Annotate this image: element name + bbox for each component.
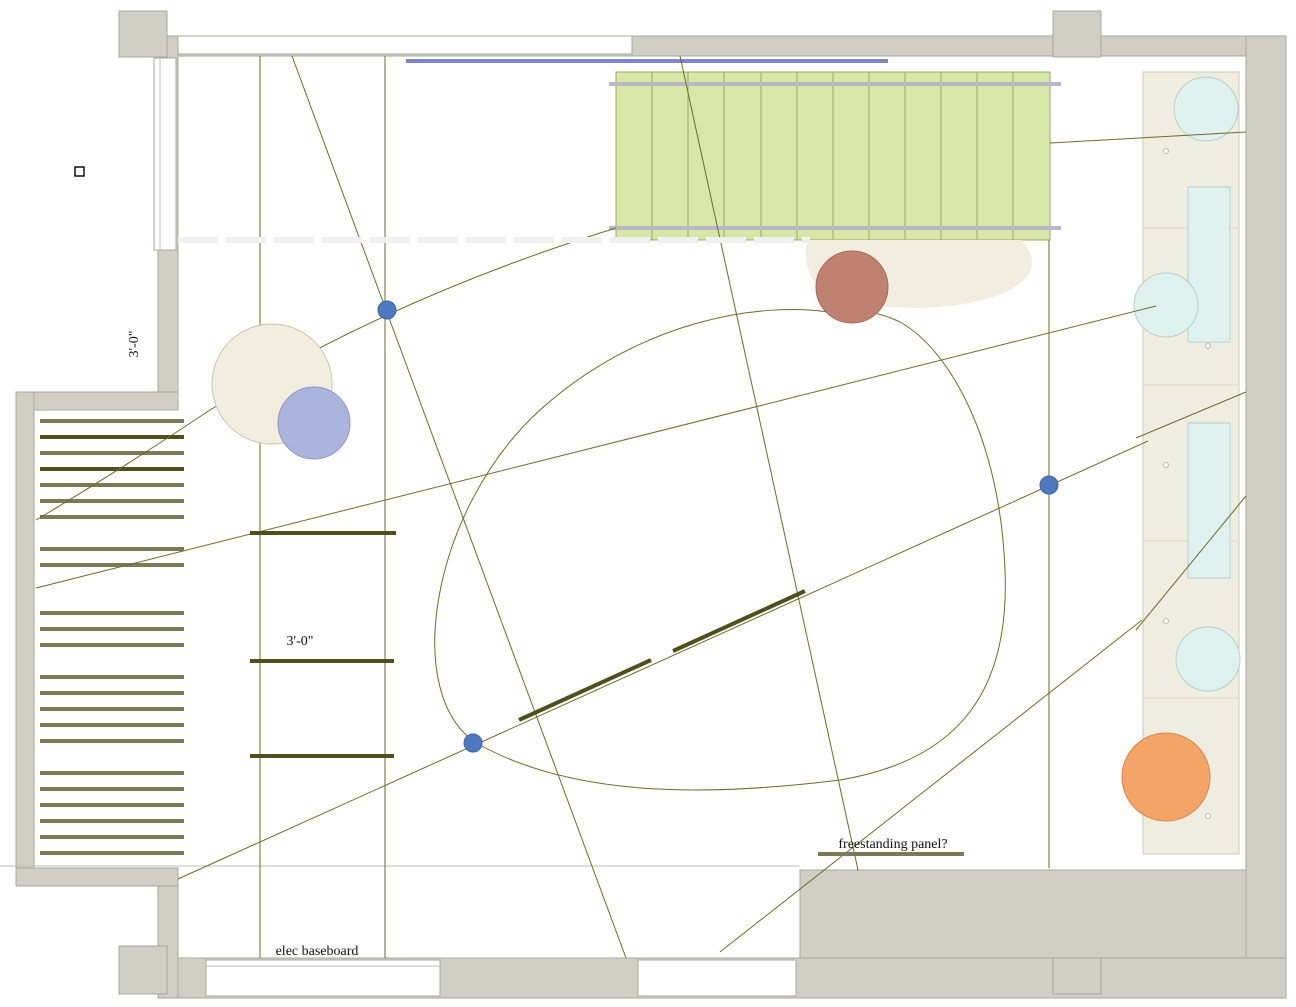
orange-circle — [1121, 732, 1211, 822]
marker-square — [74, 166, 85, 177]
periwinkle-circle — [277, 386, 351, 460]
column-top-left — [118, 10, 168, 58]
window-top — [177, 35, 633, 55]
red-clay-circle — [815, 250, 889, 324]
stair-treads — [651, 72, 1014, 240]
balcony-grating — [40, 419, 184, 855]
node — [463, 733, 483, 753]
counter-basin-low — [1175, 626, 1241, 692]
stair — [609, 71, 1061, 241]
column-top-right — [1052, 10, 1102, 58]
stair-rail-bottom — [609, 226, 1061, 230]
window-bottom-left — [205, 959, 441, 997]
dimension-label-vertical: 3'-0" — [127, 331, 142, 358]
node — [377, 300, 397, 320]
column-bottom-left — [118, 945, 168, 995]
balcony-wall-top — [15, 391, 179, 411]
baseboard-label: elec baseboard — [276, 944, 359, 959]
balcony-wall-left — [15, 391, 35, 887]
stair-rail-top — [609, 82, 1061, 86]
counter-basin-top — [1173, 76, 1239, 142]
dimension-label-horizontal: 3'-0" — [287, 634, 314, 649]
window-bottom-right — [637, 959, 797, 997]
nodes — [377, 300, 1059, 753]
blue-bar — [406, 59, 888, 63]
window-left — [153, 57, 177, 251]
counter-sink-lower — [1187, 422, 1231, 579]
openings — [153, 35, 797, 997]
counter-basin-mid — [1133, 272, 1199, 338]
counter — [1133, 71, 1241, 855]
bottom-right-block — [799, 869, 1247, 959]
node — [1039, 475, 1059, 495]
wall-right — [1245, 35, 1287, 999]
heavy-bars — [250, 531, 806, 758]
balcony-wall-bottom — [15, 867, 179, 887]
freestanding-panel-label: freestanding panel? — [838, 837, 947, 852]
